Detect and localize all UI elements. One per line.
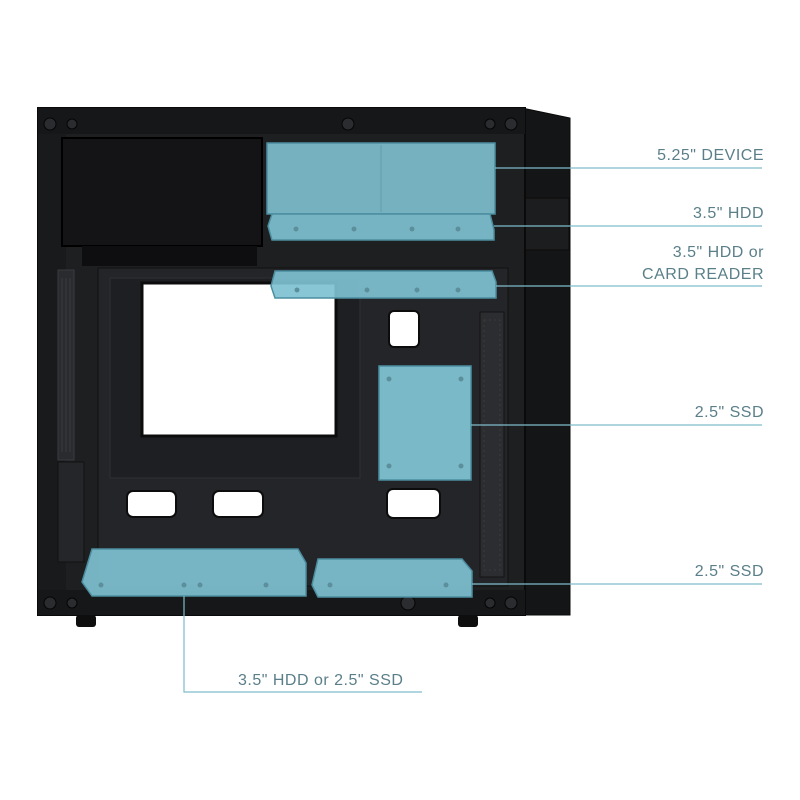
bay-35-hdd bbox=[267, 213, 495, 241]
highlighted-bays bbox=[81, 142, 497, 598]
label-35-hdd: 3.5" HDD bbox=[692, 205, 764, 222]
bay-35-hdd-25-ssd-bottom bbox=[81, 548, 307, 597]
power-supply bbox=[61, 137, 263, 247]
callout-lines bbox=[183, 167, 762, 693]
label-525-device: 5.25" DEVICE bbox=[657, 147, 764, 164]
bay-25-ssd-middle bbox=[378, 365, 472, 481]
bay-35-hdd-card-reader bbox=[270, 270, 497, 299]
bay-35-card-screws bbox=[294, 287, 461, 293]
label-35-hdd-card-reader-line2: CARD READER bbox=[642, 266, 764, 283]
label-35-hdd-card-reader-line1: 3.5" HDD or bbox=[672, 244, 764, 261]
label-35-hdd-card-reader: 3.5" HDD or CARD READER bbox=[642, 242, 764, 286]
bay-bottom-left-screws bbox=[98, 582, 269, 588]
bay-25-ssd-bottom bbox=[311, 558, 473, 598]
leader-35-hdd-25-ssd bbox=[183, 596, 422, 693]
label-25-ssd-middle: 2.5" SSD bbox=[694, 404, 764, 421]
label-35-hdd-or-25-ssd: 3.5" HDD or 2.5" SSD bbox=[238, 672, 404, 689]
front-bay-cover bbox=[524, 197, 570, 251]
cable-hole-1 bbox=[126, 490, 177, 518]
psu-fan-shadow bbox=[82, 246, 257, 266]
cable-hole-3 bbox=[386, 488, 441, 519]
cpu-cutout bbox=[140, 281, 338, 438]
mesh-dots bbox=[483, 319, 501, 571]
case-foot-right bbox=[458, 615, 478, 627]
bay-25-ssd-middle-screws bbox=[386, 376, 464, 469]
top-rail bbox=[38, 108, 525, 134]
cable-hole-4 bbox=[388, 310, 420, 348]
rear-slot-covers bbox=[57, 461, 85, 563]
label-25-ssd-bottom: 2.5" SSD bbox=[694, 563, 764, 580]
front-panel bbox=[521, 107, 571, 616]
bay-bottom-right-screws bbox=[327, 582, 449, 588]
bay-35-hdd-screws bbox=[293, 226, 461, 232]
rear-vent-slots bbox=[57, 269, 75, 461]
cable-hole-2 bbox=[212, 490, 264, 518]
case-screws bbox=[43, 117, 518, 611]
case-foot-left bbox=[76, 615, 96, 627]
